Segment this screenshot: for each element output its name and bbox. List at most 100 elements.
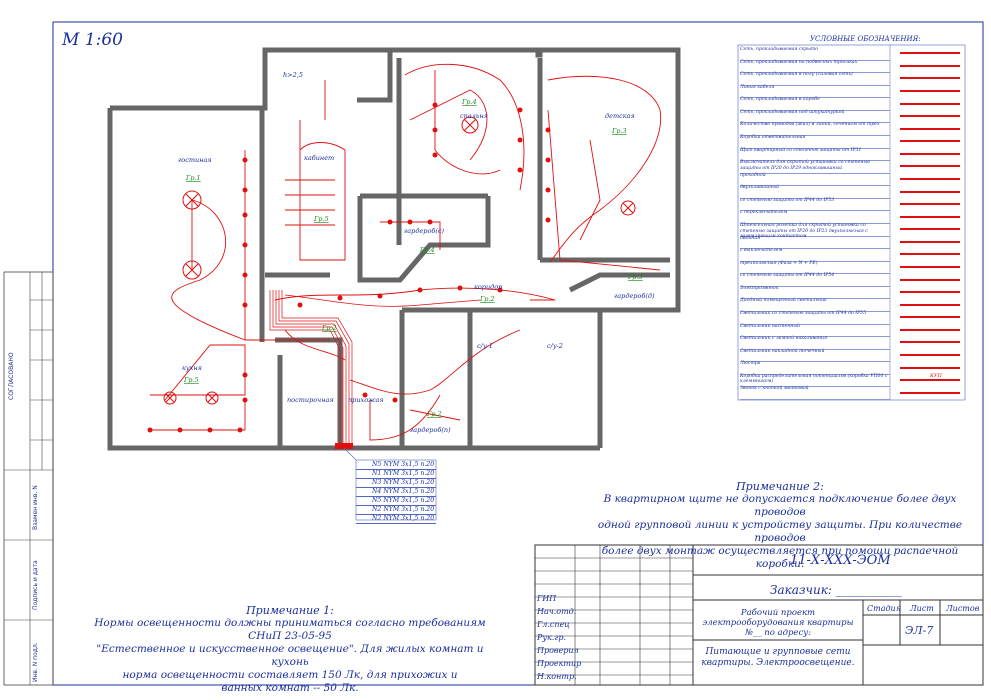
cable-entry: N2 NYM 3х1,5 n.20	[356, 515, 436, 524]
room-kitchen: кухня	[182, 364, 202, 372]
role-lead: Рук.гр.	[537, 633, 567, 642]
legend-row: Коробка распределительная потенциалов (к…	[740, 374, 890, 388]
sheets-header: Листов	[946, 604, 980, 613]
note-2-heading: Примечание 2:	[736, 480, 824, 493]
legend-row: Светильник накладной точечный	[740, 349, 890, 363]
group-label-gr5-office: Гр.5	[313, 215, 329, 223]
legend-symbol	[900, 379, 960, 382]
note-1-heading: Примечание 1:	[246, 604, 334, 617]
cable-list: N5 NYM 3х1,5 n.20 N1 NYM 3х1,5 n.20 N3 N…	[356, 461, 436, 524]
note-2: Примечание 2: В квартирном щите не допус…	[590, 480, 970, 571]
room-hall: прихожая	[348, 396, 384, 404]
legend-row: Коробка ответвительная	[740, 135, 890, 149]
legend-symbol	[900, 266, 960, 268]
note-1-line: Нормы освещенности должны приниматься со…	[94, 617, 486, 642]
sheet-number: ЭЛ-7	[905, 624, 934, 637]
note-2-line: одной групповой линии к устройству защит…	[597, 519, 963, 544]
legend-row: Светильник с лампой накаливания	[740, 336, 890, 350]
note-2-line: В квартирном щите не допускается подключ…	[603, 493, 957, 518]
legend-symbol	[900, 102, 960, 105]
project-title: Рабочий проект электрооборудования кварт…	[702, 608, 854, 638]
legend-row: Электрозвонок	[740, 286, 890, 300]
role-gip: ГИП	[537, 594, 557, 603]
room-office: кабинет	[304, 154, 334, 162]
note-2-line: более двух монтаж осуществляется при пом…	[601, 545, 959, 570]
role-checker: Проверил	[537, 646, 579, 655]
legend-symbol	[900, 303, 960, 306]
legend-symbol	[900, 228, 960, 231]
legend-row: Люстра	[740, 361, 890, 375]
legend-row: с переключателем	[740, 210, 890, 224]
legend-row: двухклавишный	[740, 185, 890, 199]
legend-row: Количество проводов (жил) в линии, сечен…	[740, 122, 890, 136]
role-head: Нач.отд.	[537, 607, 577, 616]
stamp-signature: Подпись и дата	[32, 560, 39, 610]
role-control: Н.контр.	[537, 672, 577, 681]
drawing-code: 11-Х-ХХХ-ЭОМ	[790, 553, 891, 568]
legend-row: Сеть, прокладываемая в полу (силовая сет…	[740, 72, 890, 86]
stage-header: Стадия	[867, 604, 901, 613]
legend-symbol	[900, 165, 960, 168]
note-1-line: ванных комнат -- 50 Лк.	[221, 682, 359, 694]
legend-row: Звонок с кнопкой звонковой	[740, 386, 890, 400]
legend-symbol	[900, 328, 960, 331]
stamp-replaces: Взамен инв. N	[32, 485, 39, 530]
legend-row: Светильник со степенью защиты от IP44 до…	[740, 311, 890, 325]
legend-row: Светильник настенный	[740, 324, 890, 338]
room-wardrobe-d: гардероб(д)	[614, 292, 655, 300]
stamp-agreed: СОГЛАСОВАНО	[8, 352, 15, 400]
legend-symbol	[900, 341, 960, 344]
room-wardrobe-c: гардероб(с)	[404, 227, 445, 235]
legend-row: Диодный помещенный светильник	[740, 298, 890, 312]
stamp-inventory: Инв. N подл.	[32, 642, 39, 682]
cable-entry: N5 NYM 3х1,5 n.20	[356, 497, 436, 506]
legend-row: Щит квартирный со степенью защиты от IP3…	[740, 148, 890, 162]
room-bath2: с/у-2	[547, 342, 563, 350]
room-pantry: постирочная	[287, 396, 334, 404]
cable-entry: N3 NYM 3х1,5 n.20	[356, 479, 436, 488]
legend-symbol	[900, 140, 960, 143]
cable-entry: N4 NYM 3х1,5 n.20	[356, 488, 436, 497]
legend-row: Сеть, прокладываемая скрыто	[740, 47, 890, 61]
note-1-line: "Естественное и искусственное освещение"…	[96, 643, 484, 668]
legend-symbol	[900, 152, 960, 155]
group-label-gr3-wardrobe: Гр.3	[627, 273, 643, 281]
legend-symbol	[900, 190, 960, 193]
legend-symbol	[900, 90, 960, 92]
legend-row: Штепсельная розетка для скрытой установк…	[740, 223, 890, 239]
legend-row: трехполюсная (Фаза + N + PE)	[740, 261, 890, 275]
legend-row: Сеть, прокладываемая на подвесных тросик…	[740, 60, 890, 74]
legend-symbol	[900, 366, 960, 369]
legend-row: проходной	[740, 173, 890, 187]
room-wardrobe-p: гардероб(п)	[410, 426, 451, 434]
room-bath1: с/у-1	[477, 342, 493, 350]
group-label-gr5-kitchen: Гр.5	[183, 376, 199, 384]
legend-symbol	[900, 278, 960, 281]
customer-label: Заказчик: ___________	[770, 583, 902, 597]
legend-title: УСЛОВНЫЕ ОБОЗНАЧЕНИЯ:	[810, 35, 921, 43]
panel-shield	[335, 443, 353, 449]
note-1: Примечание 1: Нормы освещенности должны …	[80, 604, 500, 695]
group-label-gr4-bedroom: Гр.4	[461, 98, 477, 106]
sheet-title: Питающие и групповые сети квартиры. Элек…	[701, 647, 855, 668]
legend-kup-label: КУП	[930, 372, 942, 379]
legend-row: двойная	[740, 236, 890, 250]
group-label-gr2-wardrobe: Гр.2	[426, 410, 442, 418]
group-label-gr2-hall: Гр.2	[321, 324, 337, 332]
cable-entry: N5 NYM 3х1,5 n.20	[356, 461, 436, 470]
room-corridor: коридор	[474, 283, 503, 291]
legend-symbol	[900, 127, 960, 130]
cable-entry: N2 NYM 3х1,5 n.20	[356, 506, 436, 515]
group-label-gr3-kids: Гр.3	[611, 127, 627, 135]
legend-row: со степенью защиты от IP44 до IP53	[740, 198, 890, 212]
legend-row: Сеть, прокладываемая под штукатуркой	[740, 110, 890, 124]
legend-row: Выключатель для скрытой установки со сте…	[740, 160, 890, 174]
legend-symbol	[900, 291, 960, 294]
group-label-gr1: Гр.1	[185, 174, 201, 182]
legend-symbol	[900, 253, 960, 256]
legend-row: Сеть, прокладываемая в коробе	[740, 97, 890, 111]
legend-symbol	[900, 115, 960, 118]
role-designer: Проектир	[537, 659, 582, 668]
